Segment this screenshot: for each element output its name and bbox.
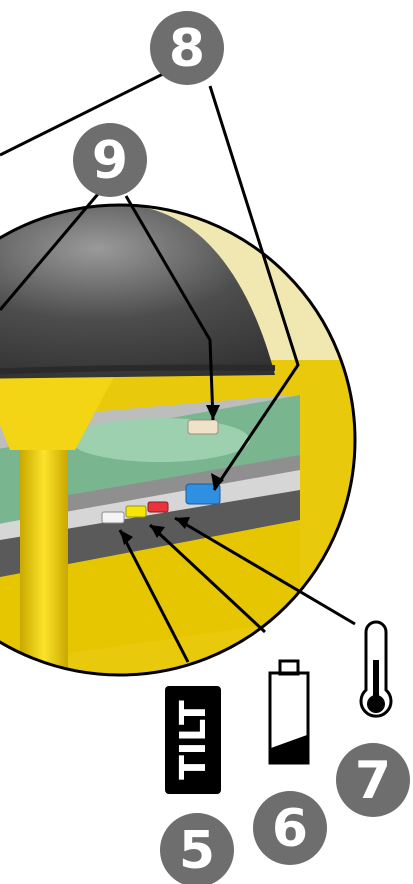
svg-text:6: 6 <box>272 799 308 859</box>
svg-text:8: 8 <box>169 19 205 79</box>
dome <box>0 205 275 380</box>
svg-text:9: 9 <box>92 131 128 191</box>
callout-badge-9: 9 <box>73 123 147 197</box>
magnified-view <box>0 200 360 680</box>
callout-badge-8: 8 <box>150 11 224 85</box>
tilt-sensor-icon: TILT <box>165 686 221 794</box>
component-yellow-led <box>126 506 146 517</box>
callout-badge-5: 5 <box>160 813 234 884</box>
component-beige <box>188 420 218 434</box>
svg-text:5: 5 <box>179 821 215 881</box>
svg-text:7: 7 <box>355 751 391 811</box>
svg-text:TILT: TILT <box>173 700 214 780</box>
battery-low-icon <box>270 661 308 763</box>
thermometer-icon <box>361 622 391 716</box>
component-white-led <box>102 512 124 523</box>
callout-badge-6: 6 <box>253 791 327 865</box>
component-red-led <box>148 502 168 512</box>
callout-badge-7: 7 <box>336 743 410 817</box>
